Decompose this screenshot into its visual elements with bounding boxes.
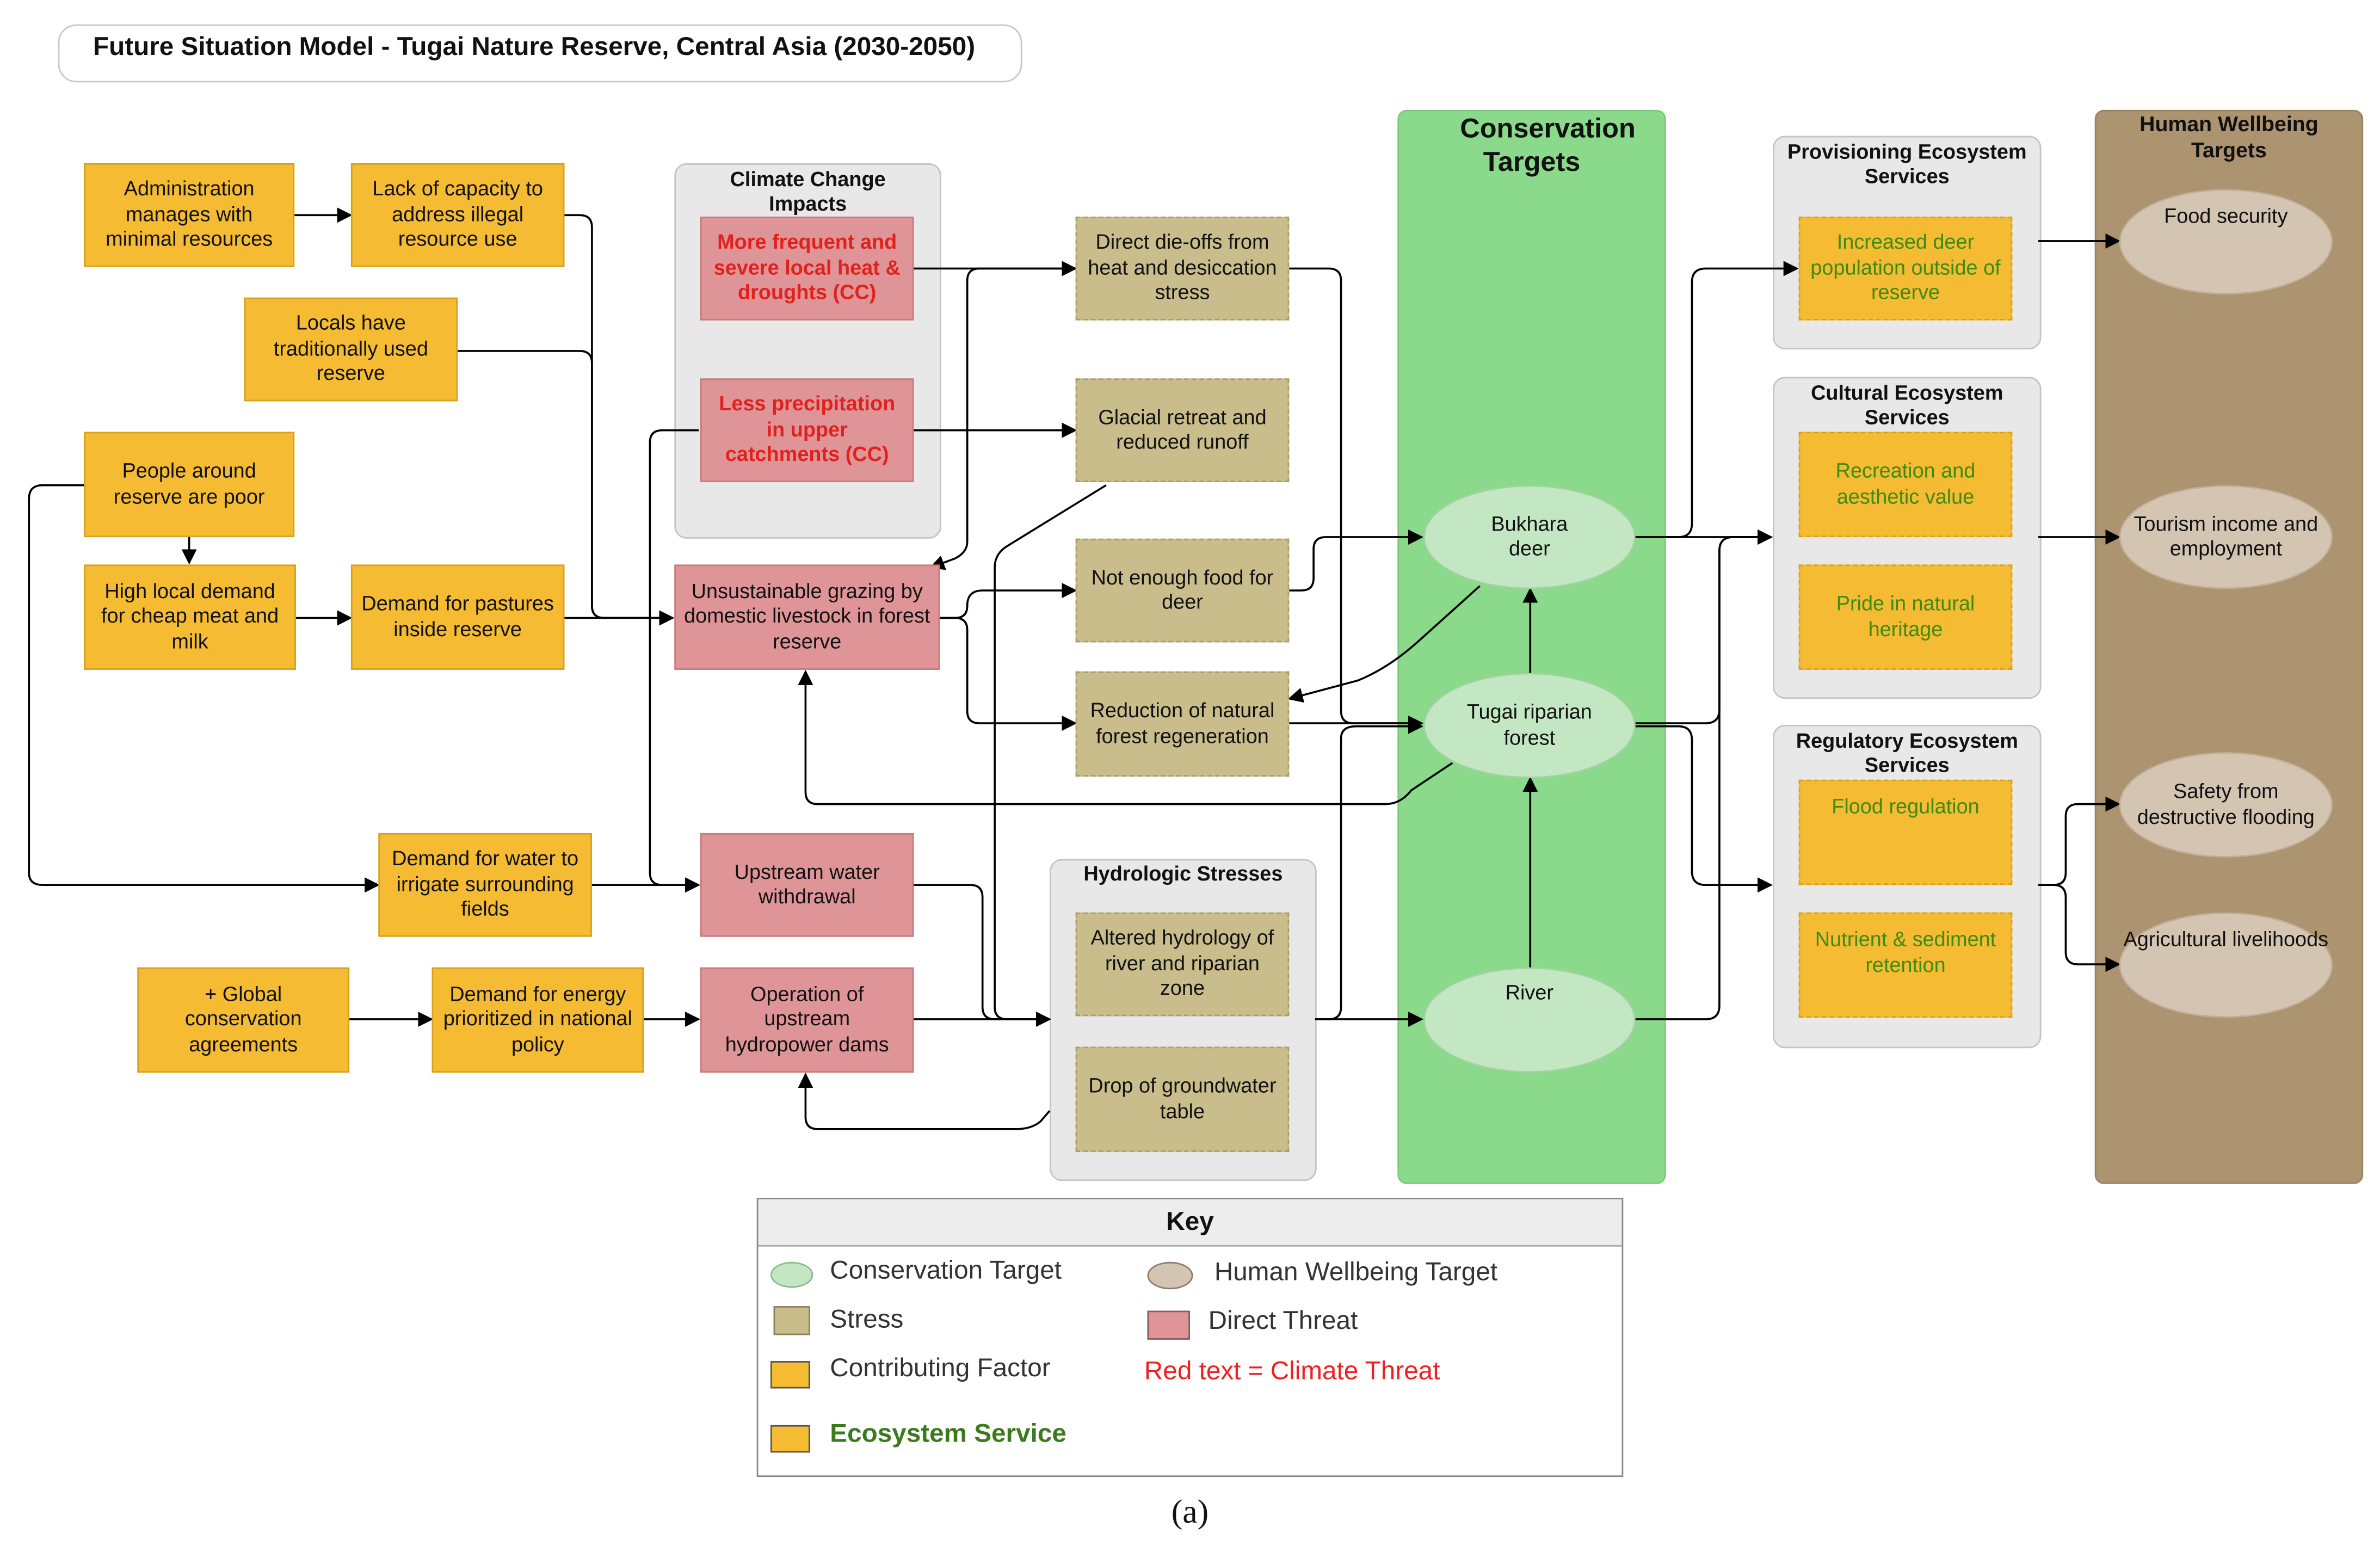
factor-locals-traditional-use: Locals have traditionally used reserve bbox=[244, 297, 458, 402]
wellbeing-flood-safety: Safety from destructive flooding bbox=[2119, 752, 2333, 858]
arrow-grazing-food bbox=[940, 583, 1077, 619]
legend-ecosystem-swatch bbox=[770, 1425, 810, 1453]
service-nutrient-retention: Nutrient & sediment retention bbox=[1798, 912, 2013, 1018]
regulatory-title: Regulatory Ecosystem Services bbox=[1796, 729, 2018, 777]
factor-lack-of-capacity: Lack of capacity to address illegal reso… bbox=[350, 163, 565, 267]
target-bukhara-deer: Bukhara deer bbox=[1423, 485, 1636, 589]
legend-title: Key bbox=[758, 1199, 1622, 1247]
stress-altered-hydrology: Altered hydrology of river and riparian … bbox=[1075, 912, 1290, 1017]
hydrologic-stresses-title: Hydrologic Stresses bbox=[1083, 862, 1283, 885]
service-deer-population: Increased deer population outside of res… bbox=[1798, 217, 2013, 321]
legend-stress-swatch bbox=[773, 1306, 810, 1335]
service-flood-regulation: Flood regulation bbox=[1798, 779, 2013, 885]
arrow-heat-grazing bbox=[929, 267, 1076, 570]
arrow-withdrawal-altered bbox=[914, 884, 1051, 1027]
arrow-reg-safety bbox=[2038, 796, 2121, 886]
service-recreation: Recreation and aesthetic value bbox=[1798, 432, 2013, 537]
target-tugai-forest-label: Tugai riparian forest bbox=[1466, 700, 1592, 749]
arrow-forest-cultural bbox=[1635, 529, 1773, 724]
legend-human-wellbeing: Human Wellbeing Target bbox=[1214, 1257, 1498, 1286]
legend-conservation-target: Conservation Target bbox=[830, 1255, 1062, 1285]
stress-glacial-retreat: Glacial retreat and reduced runoff bbox=[1075, 378, 1290, 483]
factor-demand-energy: Demand for energy prioritized in nationa… bbox=[431, 967, 644, 1073]
diagram-title: Future Situation Model - Tugai Nature Re… bbox=[93, 32, 976, 61]
arrow-capacity-grazing bbox=[564, 214, 675, 626]
arrow-river-cultural bbox=[1635, 529, 1773, 1020]
threat-unsustainable-grazing: Unsustainable grazing by domestic livest… bbox=[674, 564, 940, 670]
arrow-deer-provisioning bbox=[1635, 261, 1799, 538]
cultural-title: Cultural Ecosystem Services bbox=[1811, 381, 2003, 429]
arrow-grazing-regen bbox=[940, 617, 1077, 731]
stress-forest-regeneration: Reduction of natural forest regeneration bbox=[1075, 671, 1290, 777]
human-wellbeing-title: Human Wellbeing Targets bbox=[2139, 111, 2319, 162]
legend-stress: Stress bbox=[830, 1304, 904, 1334]
target-tugai-forest: Tugai riparian forest bbox=[1423, 673, 1636, 778]
factor-demand-pastures: Demand for pastures inside reserve bbox=[350, 564, 565, 670]
wellbeing-agricultural-livelihoods: Agricultural livelihoods bbox=[2119, 912, 2333, 1018]
legend-contributing-swatch bbox=[770, 1361, 810, 1389]
stress-die-offs: Direct die-offs from heat and desiccatio… bbox=[1075, 217, 1290, 321]
wellbeing-tourism: Tourism income and employment bbox=[2119, 485, 2333, 589]
arrow-poor-water bbox=[28, 484, 380, 893]
climate-change-title: Climate Change Impacts bbox=[730, 168, 886, 215]
conservation-targets-title: Conservation Targets bbox=[1460, 113, 1636, 177]
factor-demand-water: Demand for water to irrigate surrounding… bbox=[378, 833, 592, 937]
legend-ecosystem-service: Ecosystem Service bbox=[830, 1419, 1066, 1448]
legend-contributing-factor: Contributing Factor bbox=[830, 1353, 1051, 1383]
target-river: River bbox=[1423, 967, 1636, 1073]
factor-people-poor: People around reserve are poor bbox=[84, 432, 295, 537]
target-bukhara-deer-label: Bukhara deer bbox=[1491, 512, 1568, 561]
threat-heat-droughts: More frequent and severe local heat & dr… bbox=[700, 217, 914, 321]
legend-key: Key Conservation Target Stress Contribut… bbox=[756, 1198, 1624, 1477]
legend-climate-threat: Red text = Climate Threat bbox=[1144, 1356, 1440, 1385]
factor-demand-meat-milk: High local demand for cheap meat and mil… bbox=[84, 564, 296, 670]
legend-conservation-swatch bbox=[770, 1261, 813, 1288]
service-pride-heritage: Pride in natural heritage bbox=[1798, 564, 2013, 670]
legend-threat-swatch bbox=[1147, 1310, 1191, 1340]
stress-groundwater-drop: Drop of groundwater table bbox=[1075, 1046, 1290, 1152]
threat-hydropower-dams: Operation of upstream hydropower dams bbox=[700, 967, 914, 1073]
legend-direct-threat: Direct Threat bbox=[1208, 1306, 1358, 1335]
arrow-groundwater-dams bbox=[798, 1073, 1051, 1130]
arrow-deer-regen bbox=[1287, 585, 1481, 703]
wellbeing-food-security: Food security bbox=[2119, 189, 2333, 295]
stress-not-enough-food: Not enough food for deer bbox=[1075, 538, 1290, 643]
title-box: Future Situation Model - Tugai Nature Re… bbox=[58, 24, 1022, 83]
threat-less-precipitation: Less precipitation in upper catchments (… bbox=[700, 378, 914, 483]
arrow-forest-grazing bbox=[798, 669, 1453, 805]
figure-caption: (a) bbox=[1171, 1492, 1209, 1531]
arrow-food-deer bbox=[1289, 529, 1423, 592]
threat-water-withdrawal: Upstream water withdrawal bbox=[700, 833, 914, 937]
factor-global-agreements: + Global conservation agreements bbox=[137, 967, 350, 1073]
provisioning-title: Provisioning Ecosystem Services bbox=[1787, 140, 2027, 188]
legend-human-swatch bbox=[1147, 1261, 1193, 1290]
arrow-forest-regulatory bbox=[1635, 725, 1773, 893]
factor-administration: Administration manages with minimal reso… bbox=[84, 163, 295, 267]
target-river-label: River bbox=[1505, 981, 1554, 1005]
arrow-precip-withdrawal bbox=[649, 429, 700, 893]
arrow-reg-agri bbox=[2038, 884, 2121, 972]
arrow-altered-forest bbox=[1315, 718, 1423, 1020]
arrow-locals-grazing bbox=[458, 350, 675, 626]
